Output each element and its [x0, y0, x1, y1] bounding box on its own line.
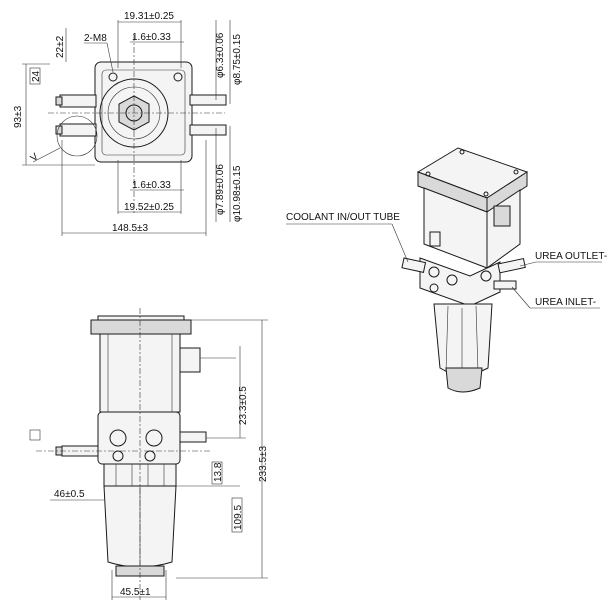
- dim-45-5: 45.5±1: [120, 587, 151, 598]
- dim-148-5: 148.5±3: [112, 223, 149, 234]
- dim-93: 93±3: [13, 105, 24, 128]
- top-view-left-tube-lower: [59, 123, 97, 137]
- iso-urea-inlet-tube: [493, 280, 517, 290]
- top-view-right-port: [189, 94, 227, 106]
- top-view-detail-circle: [56, 115, 98, 157]
- label-coolant-tube: COOLANT IN/OUT TUBE: [286, 212, 400, 223]
- dim-19-52: 19.52±0.25: [124, 202, 174, 213]
- front-connector: [179, 347, 201, 373]
- dim-22: 22±2: [55, 35, 66, 58]
- dim-233-5: 233.5±3: [258, 445, 269, 482]
- front-view: 23.3±0.5 233.5±3 13.8 109.5 46±0.5 45.5±…: [29, 308, 269, 600]
- dim-phi-10-98: φ10.98±0.15: [232, 165, 243, 222]
- front-lid: [90, 319, 192, 335]
- dim-phi-6-3: φ6.3±0.06: [215, 32, 226, 78]
- dim-23-3: 23.3±0.5: [238, 386, 249, 425]
- dim-13-8: 13.8: [213, 462, 224, 482]
- top-view: V 19.31±0.25 2-M8 1.6±0.33 22±2 24 93±3 …: [13, 11, 243, 236]
- iso-connector: [493, 205, 511, 227]
- dim-thread: 2-M8: [84, 33, 107, 44]
- dim-24: 24: [31, 70, 42, 82]
- iso-pump-block: [419, 257, 501, 307]
- iso-filter-housing: [433, 303, 493, 376]
- top-view-left-tube-upper: [59, 94, 97, 108]
- iso-urea-outlet-tube: [497, 258, 526, 274]
- dim-1-6-bottom: 1.6±0.33: [132, 180, 171, 191]
- label-urea-inlet: UREA INLET-: [535, 297, 596, 308]
- dim-phi-8-75: φ8.75±0.15: [232, 34, 243, 85]
- svg-text:V: V: [29, 151, 41, 164]
- label-urea-outlet: UREA OUTLET-: [535, 251, 607, 262]
- dim-46: 46±0.5: [54, 489, 85, 500]
- dim-1-6-top: 1.6±0.33: [132, 32, 171, 43]
- isometric-view: COOLANT IN/OUT TUBE UREA OUTLET- UREA IN…: [286, 147, 607, 393]
- dim-19-31: 19.31±0.25: [124, 11, 174, 22]
- dim-109-5: 109.5: [233, 505, 244, 530]
- dim-phi-7-89: φ7.89±0.06: [215, 164, 226, 215]
- front-right-tube: [179, 431, 207, 443]
